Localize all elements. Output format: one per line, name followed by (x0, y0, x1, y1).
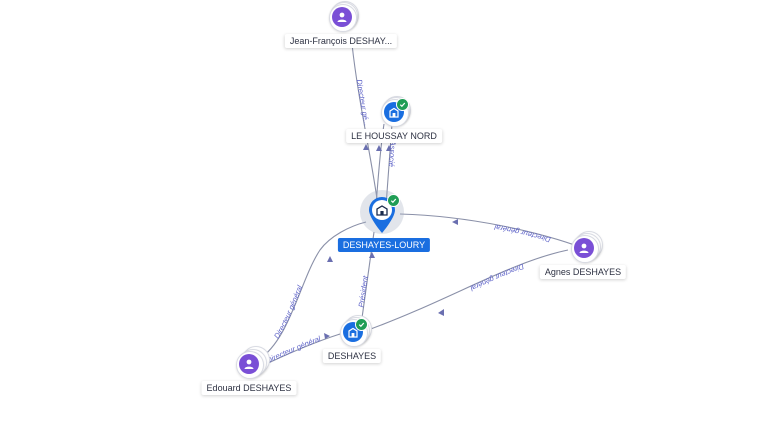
edge-agnes-deshayes[interactable] (367, 249, 569, 331)
edge-label-lhn-dl: Associé (387, 139, 398, 167)
verified-check-icon (396, 98, 409, 111)
edge-label-deshayes-dl: Président (357, 274, 370, 308)
edge-label-agnes-dl: Directeur général (493, 222, 551, 244)
edge-label-edouard-dl: Directeur général (272, 284, 304, 340)
company-avatar (384, 98, 409, 122)
node-edouard-deshayes[interactable] (236, 346, 270, 379)
person-icon (579, 243, 589, 253)
person-avatar (574, 238, 594, 258)
node-label-edouard-deshayes[interactable]: Edouard DESHAYES (201, 381, 297, 395)
map-pin-icon (369, 197, 395, 233)
company-avatar (343, 318, 368, 342)
arrow-edouard-dl (327, 256, 333, 262)
edge-label-agnes-deshayes: Directeur général (469, 262, 526, 293)
edges (257, 43, 584, 367)
edge-arrows (324, 144, 458, 339)
node-deshayes-loury[interactable] (360, 190, 404, 234)
node-agnes-deshayes[interactable] (571, 231, 603, 263)
arrow-deshayes-dl (369, 252, 375, 258)
edge-labels: Directeur gé... Associé Directeur généra… (265, 79, 552, 365)
arrow-lhn-dl (386, 145, 392, 151)
node-label-deshayes[interactable]: DESHAYES (322, 349, 382, 363)
node-label-deshayes-loury[interactable]: DESHAYES-LOURY (337, 238, 431, 252)
person-icon (337, 12, 347, 22)
verified-check-icon (355, 318, 368, 331)
arrow-agnes-deshayes (438, 309, 444, 316)
node-jean-francois[interactable] (329, 1, 359, 32)
building-icon (376, 205, 388, 216)
focus-pin (367, 194, 400, 234)
node-le-houssay-nord[interactable] (381, 96, 411, 127)
arrow-edouard-deshayes (324, 333, 330, 339)
arrow-agnes-dl (452, 219, 458, 225)
edge-label-edouard-deshayes: Directeur général (265, 334, 322, 365)
person-icon (244, 359, 254, 369)
node-label-agnes-deshayes[interactable]: Agnes DESHAYES (539, 265, 627, 279)
person-avatar (239, 354, 259, 374)
verified-check-icon (387, 194, 400, 207)
building-icon (348, 327, 358, 338)
person-avatar (332, 7, 352, 27)
node-label-jean-francois[interactable]: Jean-François DESHAY... (284, 34, 398, 48)
arrow-jf-dl (363, 144, 369, 150)
edge-label-jf-dl: Directeur gé... (355, 79, 372, 127)
arrow-lhn-dl-secondary (376, 145, 382, 151)
node-deshayes[interactable] (340, 315, 372, 347)
building-icon (389, 107, 399, 118)
node-label-le-houssay-nord[interactable]: LE HOUSSAY NORD (346, 129, 442, 143)
